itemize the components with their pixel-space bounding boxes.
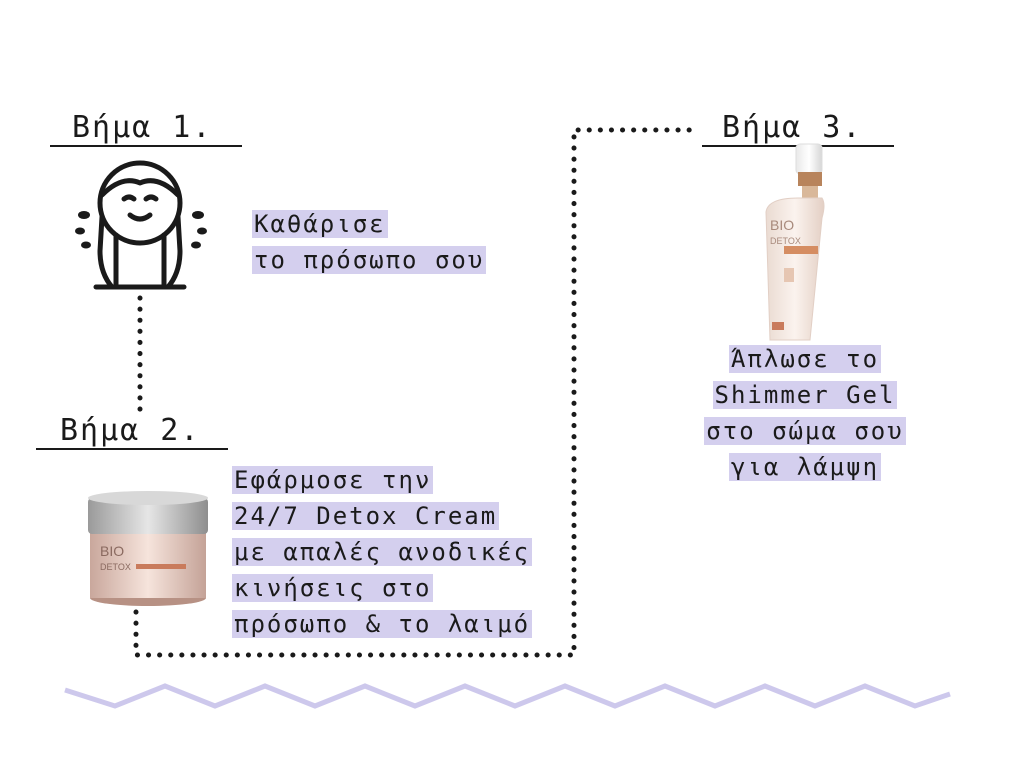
step-1-underline — [50, 145, 242, 147]
step-2-underline — [36, 448, 228, 450]
shimmer-gel-bottle-image: BIO DETOX — [765, 143, 825, 341]
bottle-sub-text: DETOX — [770, 236, 801, 246]
face-washing-icon — [75, 160, 207, 290]
step-2-line-4: κινήσεις στο — [232, 574, 434, 602]
step-2-line-5: πρόσωπο & το λαιμό — [232, 610, 533, 638]
step-1-line-2: το πρόσωπο σου — [252, 246, 487, 274]
step-2-line-1: Εφάρμοσε την — [232, 466, 434, 494]
step-2-line-2: 24/7 Detox Cream — [232, 502, 500, 530]
step-3-text: Άπλωσε το Shimmer Gel στο σώμα σου για λ… — [680, 341, 930, 485]
step-1-title: Βήμα 1. — [72, 110, 213, 145]
step-3-line-2: Shimmer Gel — [712, 381, 898, 409]
step-1-text: Καθάρισε το πρόσωπο σου — [252, 206, 487, 278]
step-3-line-4: για λάμψη — [728, 453, 882, 481]
bottle-brand-text: BIO — [770, 217, 794, 233]
step-2-line-3: με απαλές ανοδικές — [232, 538, 533, 566]
step-2-text: Εφάρμοσε την 24/7 Detox Cream με απαλές … — [232, 462, 533, 642]
step-2-title: Βήμα 2. — [60, 413, 201, 448]
jar-brand-text: BIO — [100, 543, 124, 559]
jar-sub-text: DETOX — [100, 562, 131, 572]
detox-cream-jar-image: BIO DETOX — [88, 491, 208, 606]
step-3-line-3: στο σώμα σου — [704, 417, 906, 445]
step-3-title: Βήμα 3. — [722, 110, 863, 145]
step-1-line-1: Καθάρισε — [252, 210, 388, 238]
step-3-line-1: Άπλωσε το — [728, 345, 882, 373]
